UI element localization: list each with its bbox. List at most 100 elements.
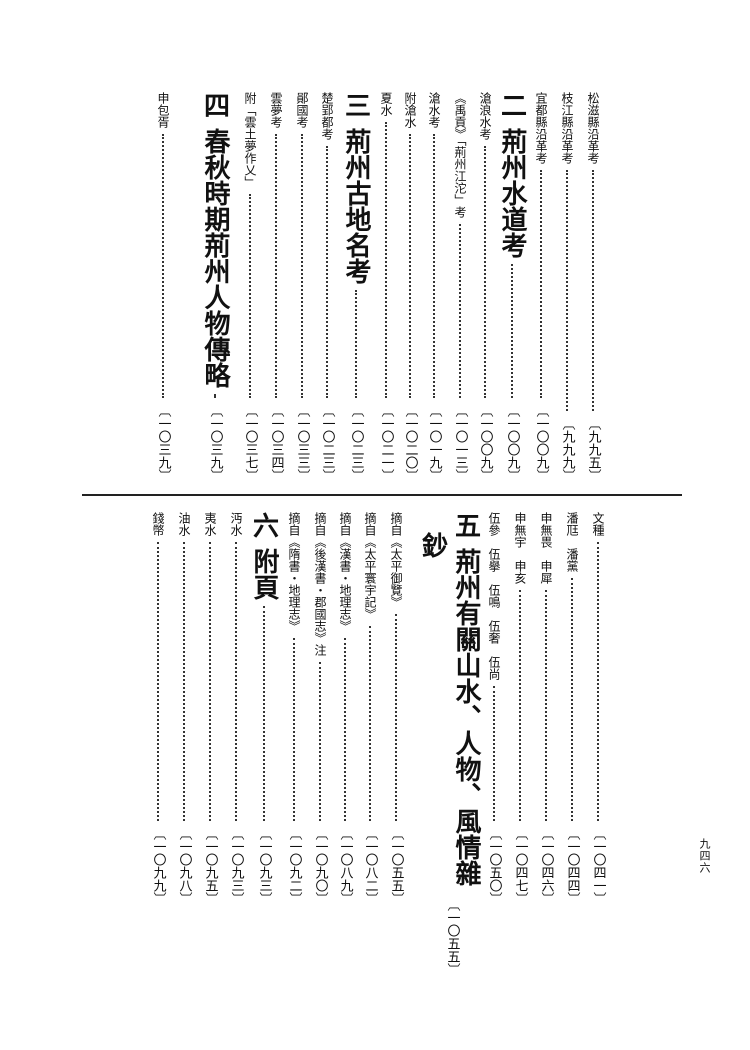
toc-entry-title: 荊州古地名考: [341, 128, 371, 284]
toc-entry-title: 夏水: [379, 92, 393, 116]
toc-entry-heading: 滄浪水考: [478, 92, 492, 140]
leader-dots: [493, 686, 495, 821]
toc-entry-heading: 二荊州水道考: [494, 92, 531, 258]
toc-entry-title: 鄖國考: [295, 92, 309, 128]
toc-entry: 潘尫 潘黨〔一〇四四〕: [557, 512, 587, 905]
leader-dots: [263, 606, 265, 821]
toc-chapter-entry: 六附頁〔一〇九三〕: [249, 512, 280, 905]
toc-entry-heading: 《禹貢》「荊州江沱」考: [453, 92, 467, 218]
toc-page-ref: 〔一〇二三〕: [348, 404, 364, 482]
toc-entry: 宜都縣沿革考〔一〇〇九〕: [526, 92, 556, 482]
toc-entry: 枝江縣沿革考〔九九九〕: [552, 92, 582, 482]
toc-entry-heading: 六附頁: [246, 512, 283, 600]
toc-entry-title: 文種: [591, 512, 605, 536]
toc-entry-title: 荊州有關山水、人物、風情雜: [451, 548, 481, 886]
toc-page-ref: 〔一〇三四〕: [268, 404, 284, 482]
leader-dots: [275, 134, 277, 398]
toc-entry-title: 摘自《隋書・地理志》: [287, 512, 301, 632]
leader-dots: [597, 542, 599, 821]
toc-entry-title: 春秋時期荊州人物傳略: [200, 128, 230, 388]
toc-entry-title: 錢幣: [151, 512, 165, 536]
leader-dots: [319, 662, 321, 821]
leader-dots: [566, 170, 568, 411]
toc-entry-heading: 滄水考: [427, 92, 441, 128]
toc-entry: 夷水〔一〇九五〕: [195, 512, 225, 905]
toc-entry: 錢幣〔一〇九九〕: [143, 512, 173, 905]
leader-dots: [540, 170, 542, 398]
leader-dots: [511, 264, 513, 398]
leader-dots: [409, 134, 411, 398]
toc-entry-title: 枝江縣沿革考: [560, 92, 574, 164]
toc-entry: 摘自《後漢書・郡國志》注〔一〇九〇〕: [305, 512, 335, 905]
toc-page-ref: 〔一〇〇九〕: [477, 404, 493, 482]
toc-page-ref: 〔一〇九〇〕: [312, 827, 328, 905]
toc-entry-heading: 楚郢都考: [320, 92, 334, 140]
leader-dots: [459, 224, 461, 398]
toc-entry-title: 宜都縣沿革考: [534, 92, 548, 164]
toc-entry: 摘自《漢書・地理志》〔一〇八九〕: [330, 512, 360, 905]
toc-page-ref: 〔一〇二一〕: [378, 404, 394, 482]
toc-page-ref: 〔一〇三七〕: [242, 404, 258, 482]
toc-entry-title: 沔水: [229, 512, 243, 536]
toc-page-ref: 〔一〇四一〕: [590, 827, 606, 905]
toc-entry: 沔水〔一〇九三〕: [221, 512, 251, 905]
toc-page-ref: 〔一〇五五〕: [388, 827, 404, 905]
toc-entry-title: 附頁: [249, 548, 279, 600]
toc-page-ref: 〔一〇三三〕: [294, 404, 310, 482]
toc-entry-title: 附「雲土夢作乂」: [243, 92, 257, 188]
toc-page-ref: 〔一〇〇九〕: [533, 404, 549, 482]
toc-entry-heading: 松滋縣沿革考: [586, 92, 600, 164]
toc-chapter-entry: 四春秋時期荊州人物傳略〔一〇三九〕: [200, 92, 231, 482]
toc-page-ref: 〔一〇九八〕: [176, 827, 192, 905]
leader-dots: [484, 146, 486, 398]
toc-page-ref: 〔一〇一三〕: [452, 404, 468, 482]
toc-entry: 摘自《太平寰宇記》〔一〇八二〕: [355, 512, 385, 905]
toc-entry-heading: 夏水: [379, 92, 393, 116]
toc-page-ref: 〔一〇八二〕: [362, 827, 378, 905]
toc-entry-heading: 夷水: [203, 512, 217, 536]
leader-dots: [209, 542, 211, 821]
toc-entry: 申無宇 申亥〔一〇四七〕: [505, 512, 535, 905]
toc-entry-heading: 沔水: [229, 512, 243, 536]
toc-entry: 申包胥〔一〇三九〕: [148, 92, 178, 482]
leader-dots: [249, 194, 251, 398]
toc-entry-title: 伍參 伍擧 伍鳴 伍奢 伍尚: [487, 512, 501, 680]
toc-entry-title: 夷水: [203, 512, 217, 536]
toc-entry: 滄浪水考〔一〇〇九〕: [470, 92, 500, 482]
leader-dots: [385, 122, 387, 398]
leader-dots: [571, 578, 573, 821]
chapter-number: 五: [450, 512, 481, 538]
toc-entry-heading: 伍參 伍擧 伍鳴 伍奢 伍尚: [487, 512, 501, 680]
toc-entry-heading: 潘尫 潘黨: [565, 512, 579, 572]
toc-entry-title: 滄水考: [427, 92, 441, 128]
toc-entry: 楚郢都考〔一〇二三〕: [312, 92, 342, 482]
toc-page-ref: 〔一〇三九〕: [155, 404, 171, 482]
toc-entry: 摘自《隋書・地理志》〔一〇九二〕: [279, 512, 309, 905]
toc-entry: 夏水〔一〇二一〕: [371, 92, 401, 482]
toc-entry-title: 油水: [177, 512, 191, 536]
leader-dots: [355, 290, 357, 398]
toc-page-ref: 〔一〇八九〕: [337, 827, 353, 905]
toc-entry-heading: 摘自《太平寰宇記》: [363, 512, 377, 620]
toc-entry: 《禹貢》「荊州江沱」考〔一〇一三〕: [445, 92, 475, 482]
toc-entry-title: 松滋縣沿革考: [586, 92, 600, 164]
toc-page-ref: 〔一〇二三〕: [319, 404, 335, 482]
toc-entry-title: 滄浪水考: [478, 92, 492, 140]
toc-entry-heading: 摘自《漢書・地理志》: [338, 512, 352, 632]
toc-page-ref: 〔一〇九二〕: [286, 827, 302, 905]
toc-entry-heading: 附滄水: [403, 92, 417, 128]
toc-entry: 松滋縣沿革考〔九九五〕: [578, 92, 608, 482]
toc-entry: 滄水考〔一〇一九〕: [419, 92, 449, 482]
toc-entry-heading: 申無畏 申犀: [539, 512, 553, 584]
toc-entry-title: 申無宇 申亥: [513, 512, 527, 584]
toc-entry: 附「雲土夢作乂」〔一〇三七〕: [235, 92, 265, 482]
toc-chapter-entry: 二荊州水道考〔一〇〇九〕: [497, 92, 528, 482]
toc-page-ref: 〔一〇九三〕: [228, 827, 244, 905]
toc-entry: 伍參 伍擧 伍鳴 伍奢 伍尚〔一〇五〇〕: [479, 512, 509, 905]
toc-entry-title: 摘自《太平寰宇記》: [363, 512, 377, 620]
toc-entry-heading: 鄖國考: [295, 92, 309, 128]
toc-entry: 雲夢考〔一〇三四〕: [261, 92, 291, 482]
leader-dots: [183, 542, 185, 821]
toc-entry-heading: 附「雲土夢作乂」: [243, 92, 257, 188]
